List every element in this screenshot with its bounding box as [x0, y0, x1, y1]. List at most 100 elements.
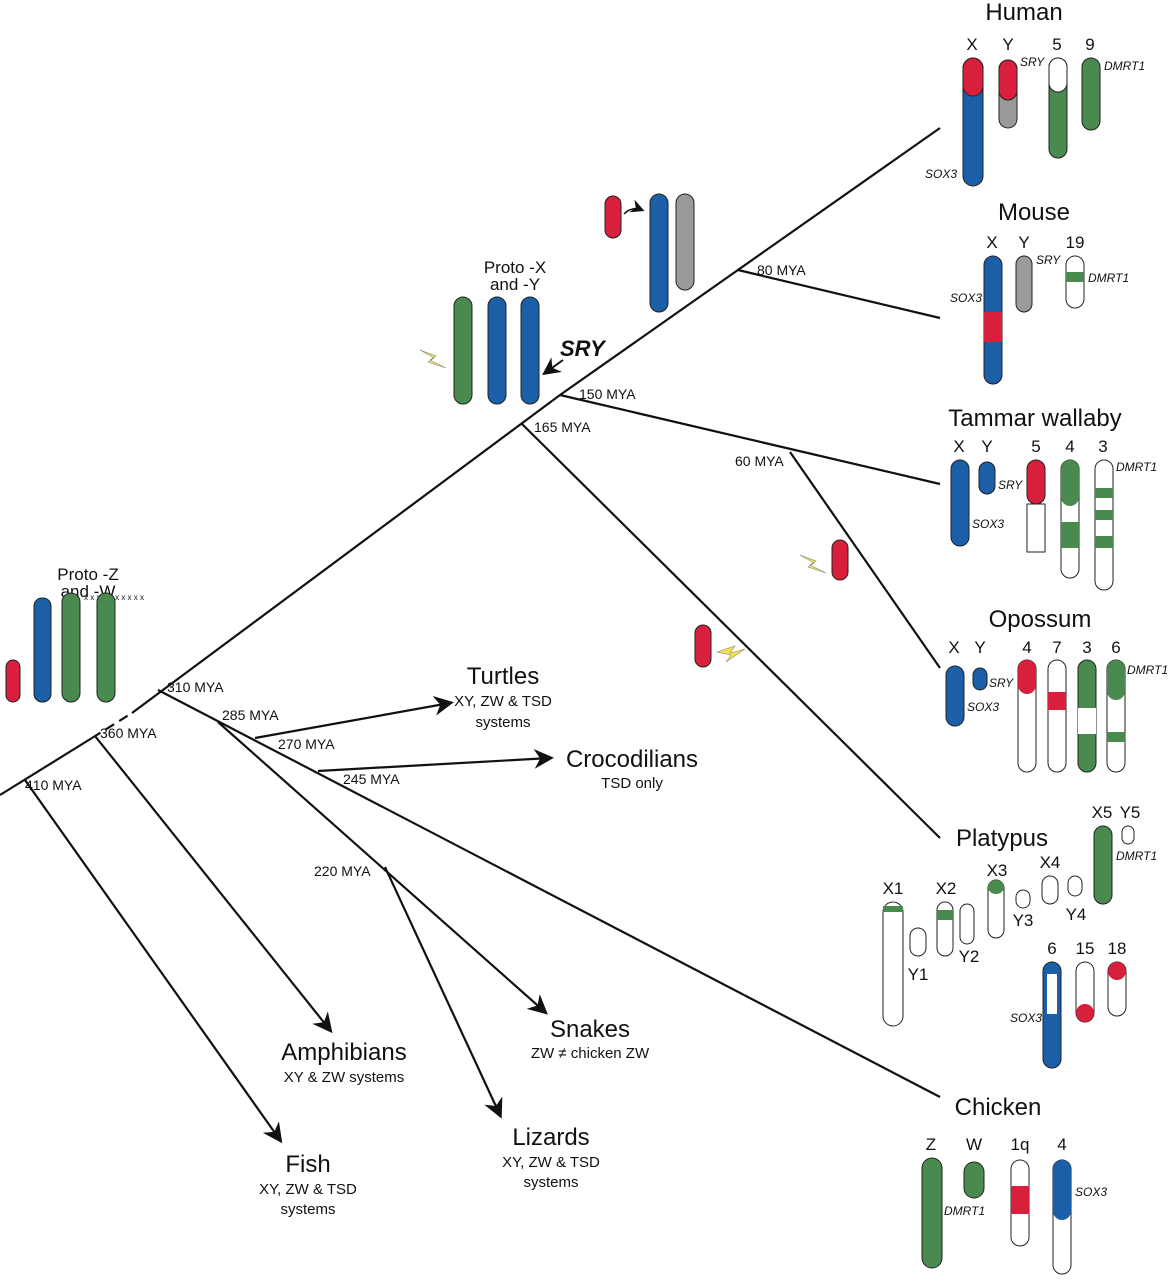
branch-fish — [24, 779, 283, 1144]
taxon-fish: Fish XY, ZW & TSD systems — [259, 1151, 357, 1218]
chromosome-opossum-y — [972, 667, 988, 691]
chromosome-platypus-x1-band — [883, 906, 903, 912]
gene-label: SOX3 — [972, 517, 1004, 531]
chromosome-opossum-3-white — [1078, 708, 1096, 734]
taxon-name: Fish — [285, 1151, 330, 1178]
proto-xy-label: and -Y — [490, 275, 540, 294]
chrom-label: 5 — [1052, 35, 1061, 54]
chrom-label: Y2 — [959, 947, 980, 966]
branch-amphibians — [94, 735, 333, 1034]
chrom-label: Y3 — [1013, 911, 1034, 930]
chrom-label: W — [966, 1135, 982, 1154]
chromosome-wallaby-x — [950, 459, 970, 547]
chromosome-opossum-6-green — [1107, 660, 1125, 700]
root-dashed-segment — [91, 712, 133, 739]
chromosome-mouse-x-red — [984, 312, 1002, 342]
mya-360: 360 MYA — [100, 725, 157, 741]
gene-label: DMRT1 — [1088, 271, 1129, 285]
species-human: Human X Y 5 9 SRY DMRT1 SOX3 — [925, 0, 1145, 187]
therian-main-branch — [559, 127, 941, 396]
gene-label: SOX3 — [1010, 1011, 1042, 1025]
sry-label: SRY — [560, 336, 607, 361]
species-name: Opossum — [989, 606, 1092, 633]
chromosome-opossum-7-red — [1048, 692, 1066, 710]
chromosome-opossum-7 — [1047, 659, 1067, 773]
chrom-label: 4 — [1065, 437, 1074, 456]
chrom-label: 15 — [1076, 939, 1095, 958]
chrom-label: Z — [926, 1135, 936, 1154]
chromosome-chicken-4-blue — [1053, 1160, 1071, 1220]
taxon-note: XY & ZW systems — [284, 1069, 405, 1086]
species-name: Tammar wallaby — [948, 405, 1121, 432]
taxon-note: ZW ≠ chicken ZW — [531, 1045, 650, 1062]
curved-arrow-icon — [623, 199, 645, 215]
chromosome-platypus-x4 — [1041, 875, 1059, 905]
gene-label: SRY — [1020, 55, 1045, 69]
chrom-label: 3 — [1098, 437, 1107, 456]
chrom-label: X2 — [936, 879, 957, 898]
chromosome-human-y-red — [998, 59, 1018, 101]
mya-245: 245 MYA — [343, 771, 400, 787]
gene-label: DMRT1 — [1127, 663, 1168, 677]
mya-310: 310 MYA — [167, 679, 224, 695]
chrom-label: 6 — [1047, 939, 1056, 958]
therian-xy-origin — [604, 193, 695, 313]
chromosome-mouse-19-green — [1066, 272, 1084, 282]
chromosome-proto-z — [61, 592, 81, 703]
chrom-label: 6 — [1111, 638, 1120, 657]
taxon-name: Amphibians — [281, 1039, 406, 1066]
chrom-label: X — [966, 35, 977, 54]
chrom-label: Y4 — [1066, 905, 1087, 924]
lightning-bolt-icon — [799, 554, 827, 574]
mya-285: 285 MYA — [222, 707, 279, 723]
chromosome-platypus-y3 — [1015, 889, 1031, 909]
branch-squamates — [217, 721, 548, 1015]
chrom-label: 4 — [1022, 638, 1031, 657]
gene-label: SOX3 — [1075, 1185, 1107, 1199]
chromosome-opossum-6-band — [1107, 732, 1125, 742]
gene-label: DMRT1 — [1104, 59, 1145, 73]
taxon-note: XY, ZW & TSD — [502, 1154, 600, 1171]
chromosome-platypus-y2 — [959, 903, 975, 945]
proto-xy-label: Proto -X — [484, 258, 546, 277]
taxon-crocodilians: Crocodilians TSD only — [566, 746, 698, 792]
chrom-label: Y — [974, 638, 985, 657]
chrom-label: 18 — [1108, 939, 1127, 958]
sry-arrow — [542, 357, 564, 376]
branch-opossum — [789, 451, 941, 669]
gene-label: SOX3 — [925, 167, 957, 181]
chromosome-platypus-x1 — [882, 901, 904, 1027]
taxon-name: Snakes — [550, 1016, 630, 1043]
branch-marsupials — [559, 393, 941, 486]
chrom-label: 19 — [1066, 233, 1085, 252]
taxon-note: systems — [475, 714, 530, 731]
chromosome-wallaby-3-band — [1095, 536, 1113, 548]
proto-zw-label: Proto -Z — [57, 565, 118, 584]
mya-80: 80 MYA — [757, 262, 806, 278]
mya-410: 410 MYA — [25, 777, 82, 793]
taxon-amphibians: Amphibians XY & ZW systems — [281, 1039, 406, 1086]
branch-lizards — [384, 866, 503, 1119]
taxon-name: Turtles — [467, 663, 539, 690]
chromosome-wallaby-5-lower — [1026, 503, 1046, 553]
species-opossum: Opossum X Y 4 7 3 6 SRY DMRT1 SOX3 — [945, 606, 1168, 773]
chromosome-platypus-y1 — [909, 927, 927, 957]
tree-branches — [0, 127, 941, 1144]
species-name: Mouse — [998, 199, 1070, 226]
chromosome-chicken-1q-red — [1011, 1186, 1029, 1214]
chromosome-blue — [33, 597, 52, 703]
gene-label: DMRT1 — [944, 1204, 985, 1218]
chromosome-red-small — [604, 195, 622, 239]
chrom-label: 7 — [1052, 638, 1061, 657]
mya-270: 270 MYA — [278, 736, 335, 752]
chromosome-platypus-x5 — [1093, 825, 1113, 905]
taxon-note: systems — [280, 1201, 335, 1218]
chromosome-chicken-w — [963, 1161, 985, 1199]
divergence-labels: 410 MYA 360 MYA 310 MYA 285 MYA 270 MYA … — [25, 262, 806, 879]
lightning-bolt-icon — [419, 349, 447, 369]
chrom-label: Y1 — [908, 965, 929, 984]
chrom-label: Y5 — [1120, 803, 1141, 822]
chromosome-proto-w — [96, 592, 116, 703]
chromosome-platypus-y5 — [1121, 825, 1135, 845]
species-wallaby: Tammar wallaby X Y 5 4 3 SRY DMRT1 SOX3 — [948, 405, 1157, 591]
